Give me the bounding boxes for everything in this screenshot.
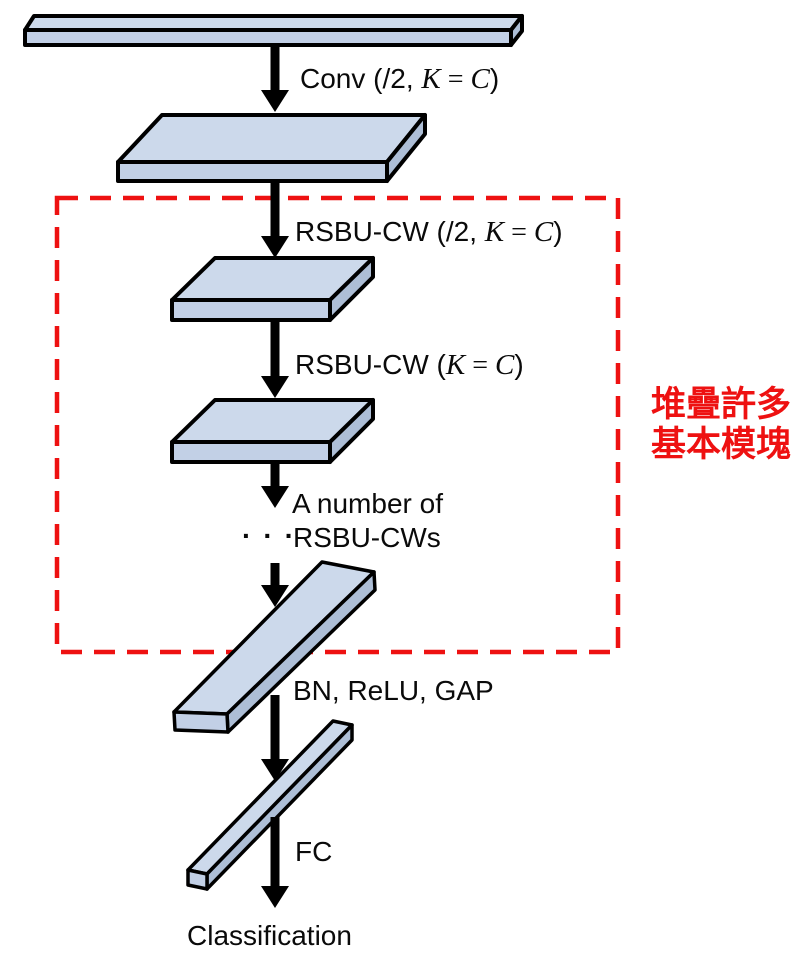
diag-bar1-end-cap bbox=[172, 710, 230, 734]
diagonal-vector-bar bbox=[186, 719, 354, 891]
stack-label-line2: RSBU-CWs bbox=[293, 522, 441, 553]
fc-label: FC bbox=[295, 836, 332, 867]
diag-bar2-end-cap bbox=[186, 868, 209, 891]
input-bar-top-face bbox=[23, 14, 524, 32]
bn-relu-gap-label: BN, ReLU, GAP bbox=[293, 675, 494, 706]
input-feature-bar bbox=[23, 14, 524, 47]
arrow-rsbu-cw-stride2 bbox=[261, 181, 289, 258]
arrow-bn-relu-gap bbox=[261, 695, 289, 781]
arrow-fc bbox=[261, 817, 289, 908]
feature-map-slab-1 bbox=[116, 113, 427, 183]
rsbu-cw-label: RSBU-CW (K = C) bbox=[295, 349, 524, 381]
slab1-front-face bbox=[116, 160, 389, 183]
annotation-line2: 基本模塊 bbox=[651, 425, 791, 465]
classification-label: Classification bbox=[187, 920, 352, 951]
arrow-to-stack bbox=[261, 462, 289, 508]
arrow-to-gap-bar bbox=[261, 563, 289, 607]
rsbu-cw-stride2-label: RSBU-CW (/2, K = C) bbox=[295, 216, 563, 248]
feature-map-slab-2 bbox=[170, 256, 375, 322]
arrow-conv bbox=[261, 45, 289, 112]
conv-label: Conv (/2, K = C) bbox=[300, 63, 499, 95]
arrow-rsbu-cw bbox=[261, 320, 289, 398]
feature-map-slab-3 bbox=[170, 398, 375, 464]
slab3-front-face bbox=[170, 440, 332, 464]
stacked-blocks-dashed-region bbox=[54, 195, 621, 655]
slab2-front-face bbox=[170, 298, 332, 322]
slab1-top-face bbox=[116, 113, 427, 164]
annotation-line1: 堆疊許多 bbox=[651, 385, 791, 425]
stack-label-line1-text: A number of bbox=[292, 488, 443, 519]
diagonal-feature-bar bbox=[172, 560, 377, 734]
input-bar-front-face bbox=[23, 28, 513, 47]
ellipsis-dots: ··· bbox=[242, 520, 306, 551]
